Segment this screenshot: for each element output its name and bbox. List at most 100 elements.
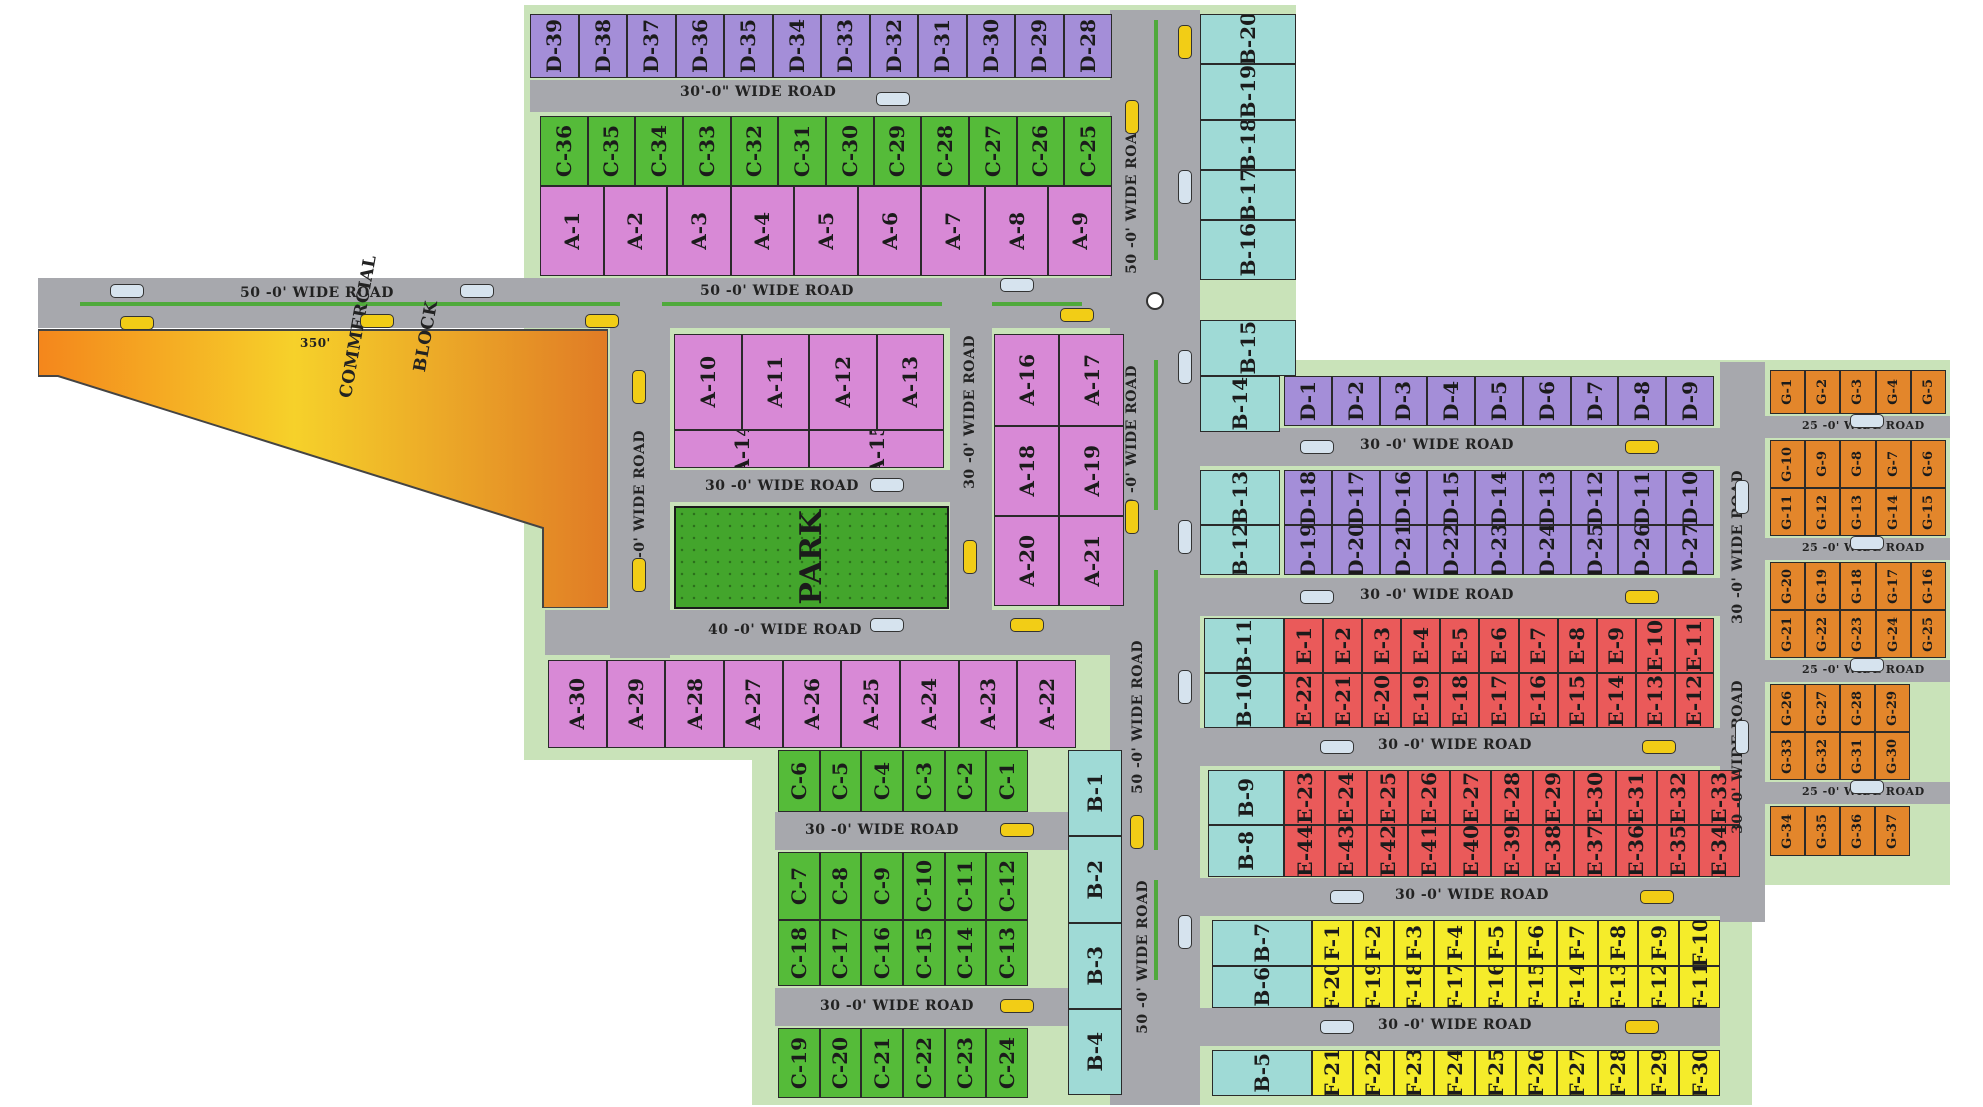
car-icon xyxy=(1178,670,1192,704)
plot-label: F-8 xyxy=(1605,925,1630,961)
road-label-top: 30'-0" WIDE ROAD xyxy=(680,84,837,100)
plot-g-21: G-21 xyxy=(1770,610,1806,658)
plot-label: F-4 xyxy=(1442,925,1467,961)
road-label-40: 40 -0' WIDE ROAD xyxy=(708,622,862,638)
plot-label: F-24 xyxy=(1442,1050,1467,1096)
road-label-main-center: 50 -0' WIDE ROAD xyxy=(700,283,854,299)
plot-label: C-13 xyxy=(995,926,1020,980)
plot-g-28: G-28 xyxy=(1840,684,1875,732)
car-icon xyxy=(1625,440,1659,454)
car-icon xyxy=(1000,999,1034,1013)
plot-b-5: B-5 xyxy=(1212,1050,1312,1096)
plot-c-21: C-21 xyxy=(861,1028,903,1098)
plot-g-8: G-8 xyxy=(1840,440,1876,488)
plot-label: E-41 xyxy=(1417,825,1442,877)
car-icon xyxy=(120,316,154,330)
plot-d-21: D-21 xyxy=(1379,525,1428,575)
plot-d-26: D-26 xyxy=(1618,525,1667,575)
plot-d-5: D-5 xyxy=(1475,376,1523,426)
plot-g-25: G-25 xyxy=(1910,610,1946,658)
plot-d-15: D-15 xyxy=(1427,470,1476,525)
plot-g-14: G-14 xyxy=(1875,488,1911,536)
plot-f-6: F-6 xyxy=(1516,920,1557,966)
road-label-30-d1: 30 -0' WIDE ROAD xyxy=(1360,437,1514,453)
car-icon xyxy=(870,618,904,632)
plot-c-7: C-7 xyxy=(778,852,820,920)
plot-g-9: G-9 xyxy=(1805,440,1841,488)
road-label-main-left: 50 -0' WIDE ROAD xyxy=(240,285,394,301)
plot-label: G-13 xyxy=(1850,494,1866,530)
road-label-30-vertical-right-2: 30 -0' WIDE ROAD xyxy=(1730,680,1746,834)
car-icon xyxy=(1178,170,1192,204)
plot-label: E-17 xyxy=(1486,674,1511,727)
plot-label: A-27 xyxy=(741,678,766,730)
plot-g-32: G-32 xyxy=(1805,732,1840,780)
plot-e-29: E-29 xyxy=(1532,770,1575,825)
plot-c-36: C-36 xyxy=(540,116,588,186)
plot-label: D-19 xyxy=(1295,525,1320,575)
plot-label: B-2 xyxy=(1083,859,1107,900)
plot-e-42: E-42 xyxy=(1366,825,1409,877)
plot-label: A-3 xyxy=(686,212,711,250)
plot-label: C-16 xyxy=(870,926,895,980)
plot-c-23: C-23 xyxy=(944,1028,987,1098)
plot-e-9: E-9 xyxy=(1596,618,1636,673)
plot-g-3: G-3 xyxy=(1840,370,1876,414)
plot-label: G-31 xyxy=(1850,738,1865,774)
plot-g-33: G-33 xyxy=(1770,732,1805,780)
road-label-30-c2: 30 -0' WIDE ROAD xyxy=(820,998,974,1014)
plot-f-28: F-28 xyxy=(1597,1050,1639,1096)
plot-d-2: D-2 xyxy=(1331,376,1380,426)
plot-b-11: B-11 xyxy=(1204,618,1284,673)
car-icon xyxy=(632,370,646,404)
plot-a-4: A-4 xyxy=(730,186,795,276)
plot-label: E-33 xyxy=(1707,771,1732,824)
plot-c-22: C-22 xyxy=(903,1028,945,1098)
plot-label: C-35 xyxy=(599,124,624,178)
plot-e-25: E-25 xyxy=(1366,770,1409,825)
plot-label: E-35 xyxy=(1665,825,1690,877)
plot-f-7: F-7 xyxy=(1556,920,1598,966)
plot-label: B-3 xyxy=(1083,945,1107,986)
plot-label: E-11 xyxy=(1682,619,1707,672)
plot-f-16: F-16 xyxy=(1475,966,1516,1008)
plot-c-15: C-15 xyxy=(903,920,945,986)
plot-d-22: D-22 xyxy=(1427,525,1476,575)
plot-e-12: E-12 xyxy=(1674,673,1714,728)
plot-label: C-12 xyxy=(995,859,1020,913)
plot-label: E-26 xyxy=(1417,771,1442,824)
plot-a-14: A-14 xyxy=(674,430,809,468)
plot-label: D-6 xyxy=(1534,381,1559,421)
plot-label: C-10 xyxy=(911,859,936,913)
plot-d-6: D-6 xyxy=(1522,376,1571,426)
plot-label: A-6 xyxy=(877,212,902,250)
plot-f-22: F-22 xyxy=(1352,1050,1394,1096)
plot-c-4: C-4 xyxy=(861,750,903,812)
plot-label: B-8 xyxy=(1234,831,1258,871)
plot-label: A-19 xyxy=(1079,445,1104,497)
plot-label: C-14 xyxy=(953,926,978,980)
plot-a-18: A-18 xyxy=(994,426,1059,516)
plot-label: G-29 xyxy=(1885,690,1900,726)
plot-d-14: D-14 xyxy=(1475,470,1523,525)
plot-g-29: G-29 xyxy=(1875,684,1910,732)
plot-label: D-25 xyxy=(1582,525,1607,575)
plot-label: G-37 xyxy=(1885,813,1900,849)
plot-label: C-1 xyxy=(995,761,1020,801)
plot-e-32: E-32 xyxy=(1657,770,1699,825)
plot-g-27: G-27 xyxy=(1805,684,1840,732)
plot-label: B-5 xyxy=(1250,1053,1274,1093)
plot-e-28: E-28 xyxy=(1491,770,1533,825)
plot-d-18: D-18 xyxy=(1284,470,1332,525)
plot-a-17: A-17 xyxy=(1059,334,1124,426)
plot-label: E-43 xyxy=(1334,825,1359,877)
plot-e-4: E-4 xyxy=(1401,618,1441,673)
plot-c-6: C-6 xyxy=(778,750,820,812)
car-icon xyxy=(1850,414,1884,428)
plot-f-14: F-14 xyxy=(1556,966,1598,1008)
car-icon xyxy=(1178,915,1192,949)
plot-label: C-6 xyxy=(786,761,811,801)
plot-a-2: A-2 xyxy=(603,186,668,276)
plot-label: G-3 xyxy=(1850,379,1866,405)
plot-d-24: D-24 xyxy=(1522,525,1571,575)
